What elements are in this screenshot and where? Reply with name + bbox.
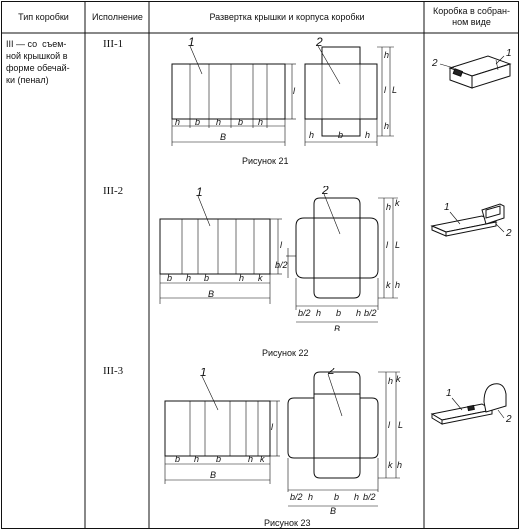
fig22-L: L xyxy=(395,240,400,250)
fig23-B: B xyxy=(330,506,336,516)
assembled-box-21: 1 2 xyxy=(431,48,512,89)
fig22-b2-side: b/2 xyxy=(275,260,288,270)
variant-label-III-3: III-3 xyxy=(103,365,124,377)
fig22-k-left: k xyxy=(258,273,263,283)
fig23-b: b xyxy=(334,492,339,502)
header-assembled-line1: Коробка в собран- xyxy=(432,6,511,16)
fig23-h-right: h xyxy=(354,492,359,502)
fig22-h-bottom: h xyxy=(395,280,400,290)
fig23-b2-right: b/2 xyxy=(363,492,376,502)
fig23-l1: l xyxy=(271,422,274,432)
figure-22-drawing: 1 2 b h b h k B l b/2 h k l L k h b/2 h … xyxy=(159,186,400,331)
fig23-lid-number: 1 xyxy=(200,368,207,379)
fig21-b: b xyxy=(338,130,343,140)
fig21-body-number: 2 xyxy=(315,36,323,49)
fig22-b2-right: b/2 xyxy=(364,308,377,318)
fig21-lid-number: 1 xyxy=(188,36,195,49)
fig22-b1-b: b xyxy=(204,273,209,283)
header-execution: Исполнение xyxy=(92,12,143,22)
assembled-box-22: 1 2 xyxy=(430,202,512,239)
fig23-h-bottom: h xyxy=(397,460,402,470)
fig22-l1: l xyxy=(280,240,283,250)
box-type-line4: ки (пенал) xyxy=(6,75,49,85)
header-assembled-line2: ном виде xyxy=(452,17,491,27)
fig21-h-right: h xyxy=(365,130,370,140)
fig22-h-right: h xyxy=(356,308,361,318)
fig22-h1-b: h xyxy=(239,273,244,283)
box-type-line2: ной крышкой в xyxy=(6,51,68,61)
fig21-h1-c: h xyxy=(258,117,263,127)
fig23-h1-b: h xyxy=(248,454,253,464)
fig21-B1: B xyxy=(220,132,226,142)
assembled23-n1: 1 xyxy=(446,388,452,399)
caption-figure-22: Рисунок 22 xyxy=(262,348,309,358)
fig22-lid-number: 1 xyxy=(196,186,203,199)
fig23-B1: B xyxy=(210,470,216,480)
variant-label-III-1: III-1 xyxy=(103,38,124,50)
fig21-L: L xyxy=(392,85,397,95)
fig23-h-top: h xyxy=(388,376,393,386)
caption-figure-23: Рисунок 23 xyxy=(264,518,311,528)
figure-23-drawing: 1 2 b h b h k B l h k l L k h b/2 h b h … xyxy=(164,368,403,516)
fig22-b1-a: b xyxy=(167,273,172,283)
fig23-k-bottom: k xyxy=(388,460,393,470)
header-assembled: Коробка в собран- ном виде xyxy=(425,6,518,28)
fig21-h1-b: h xyxy=(216,117,221,127)
fig21-h-left: h xyxy=(309,130,314,140)
fig22-l: l xyxy=(386,240,389,250)
fig21-h-top: h xyxy=(384,50,389,60)
assembled-box-23: 1 2 xyxy=(430,383,512,425)
fig23-l: l xyxy=(388,420,391,430)
fig21-l1: l xyxy=(293,86,296,96)
fig23-k-top: k xyxy=(396,374,401,384)
fig21-b1-a: b xyxy=(195,117,200,127)
fig23-b1-b: b xyxy=(216,454,221,464)
fig23-h1-a: h xyxy=(194,454,199,464)
fig23-b2-left: b/2 xyxy=(290,492,303,502)
fig22-B: B xyxy=(334,324,340,331)
fig22-k-bottom: k xyxy=(386,280,391,290)
fig22-b2-left: b/2 xyxy=(298,308,311,318)
fig23-h-left: h xyxy=(308,492,313,502)
fig23-body-number: 2 xyxy=(327,368,335,377)
fig22-h1-a: h xyxy=(186,273,191,283)
fig22-h-left: h xyxy=(316,308,321,318)
fig21-l: l xyxy=(384,85,387,95)
fig22-B1: B xyxy=(208,289,214,299)
assembled21-n1: 1 xyxy=(506,48,512,59)
fig23-L: L xyxy=(398,420,403,430)
fig21-b1-b: b xyxy=(238,117,243,127)
assembled22-n1: 1 xyxy=(444,202,450,213)
header-box-type: Тип коробки xyxy=(18,12,69,22)
fig21-h1-a: h xyxy=(175,117,180,127)
fig23-b1-a: b xyxy=(175,454,180,464)
fig22-k-top: k xyxy=(395,198,400,208)
assembled23-n2: 2 xyxy=(505,414,512,425)
figure-21-drawing: 1 2 h b h b h B l h l L h h b h xyxy=(171,36,397,146)
fig22-b: b xyxy=(336,308,341,318)
fig21-h-bottom: h xyxy=(384,121,389,131)
fig23-k-left: k xyxy=(260,454,265,464)
box-type-description: III — со съем- ной крышкой в форме обеча… xyxy=(6,38,84,86)
fig22-body-number: 2 xyxy=(321,186,329,197)
fig22-h-top: h xyxy=(386,202,391,212)
caption-figure-21: Рисунок 21 xyxy=(242,156,289,166)
variant-label-III-2: III-2 xyxy=(103,185,124,197)
box-type-line1: III — со съем- xyxy=(6,39,67,49)
box-type-line3: форме обечай- xyxy=(6,63,70,73)
assembled21-n2: 2 xyxy=(431,58,438,69)
header-unfolding: Развертка крышки и корпуса коробки xyxy=(209,12,365,22)
assembled22-n2: 2 xyxy=(505,228,512,239)
